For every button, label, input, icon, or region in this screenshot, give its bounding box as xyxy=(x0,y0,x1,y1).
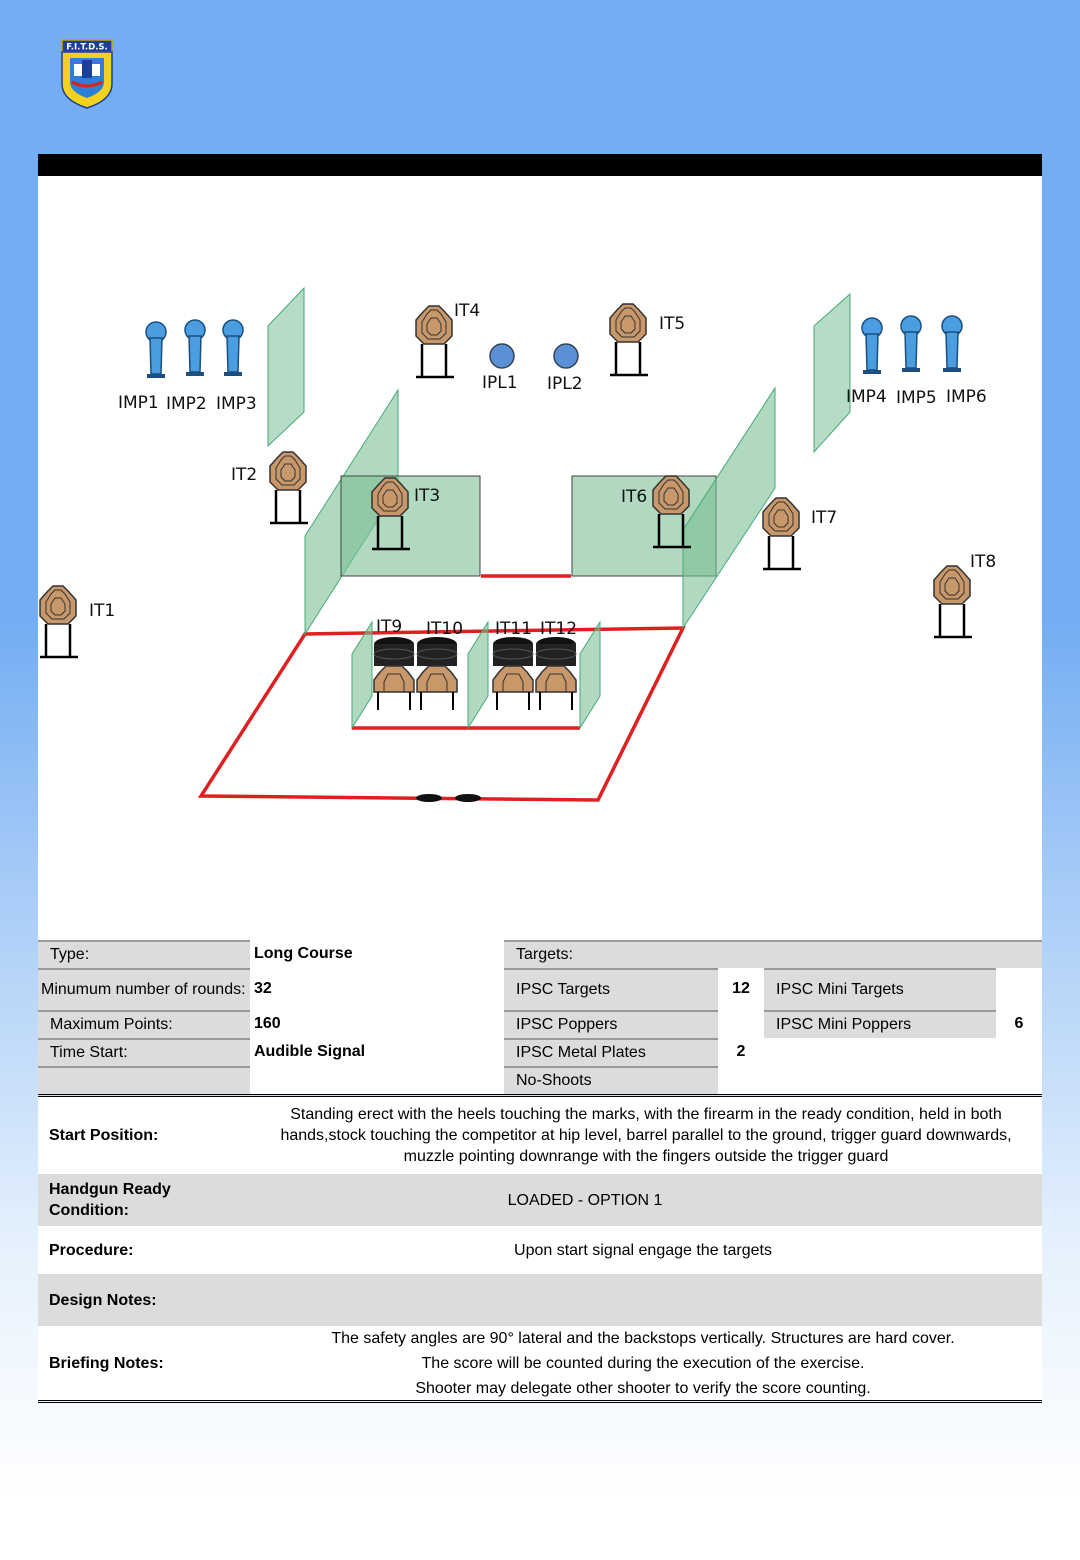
target-it2 xyxy=(268,450,310,525)
wall-right-side xyxy=(682,386,776,630)
ipsc-mini-targets-label: IPSC Mini Targets xyxy=(764,968,996,1010)
start-position-row: Start Position: Standing erect with the … xyxy=(38,1097,1042,1174)
stage-info-table: Type: Long Course Targets: Minumum numbe… xyxy=(38,940,1042,1095)
logo-text: F.I.T.D.S. xyxy=(66,43,108,53)
wall-far-right xyxy=(813,292,851,454)
ipsc-metal-plates-value: 2 xyxy=(736,1043,746,1060)
briefing-note-line: The safety angles are 90° lateral and th… xyxy=(331,1329,955,1347)
label-it3: IT3 xyxy=(414,486,440,506)
briefing-top-rule xyxy=(38,1094,1042,1097)
target-it4 xyxy=(414,304,456,379)
label-ipl1: IPL1 xyxy=(482,373,518,393)
label-it9: IT9 xyxy=(376,617,402,637)
wall-tires-mid xyxy=(467,620,489,730)
label-it4: IT4 xyxy=(454,301,480,321)
label-it7: IT7 xyxy=(811,508,837,528)
wall-tires-right xyxy=(579,620,601,730)
plate-ipl1 xyxy=(489,343,515,369)
min-rounds-label: Minumum number of rounds: xyxy=(38,968,250,1010)
plate-ipl2 xyxy=(553,343,579,369)
ipsc-mini-targets-value xyxy=(996,968,1042,1010)
popper-imp2 xyxy=(184,319,206,377)
target-it5 xyxy=(608,302,650,377)
target-it9 xyxy=(373,636,415,711)
ready-condition-row: Handgun Ready Condition: LOADED - OPTION… xyxy=(38,1174,1042,1226)
popper-imp3 xyxy=(222,319,244,377)
max-points-value: 160 xyxy=(254,1015,281,1032)
procedure-label: Procedure: xyxy=(49,1241,134,1259)
briefing-bottom-rule xyxy=(38,1400,1042,1403)
label-it11: IT11 xyxy=(495,619,532,639)
popper-imp4 xyxy=(861,317,883,375)
stage-diagram: IMP1 IMP2 IMP3 IMP4 IMP5 IMP6 IPL1 IPL2 … xyxy=(38,176,1042,940)
wall-tires-left xyxy=(351,620,373,730)
title-bar xyxy=(38,154,1042,176)
fitds-logo: F.I.T.D.S. xyxy=(60,38,114,110)
label-it5: IT5 xyxy=(659,314,685,334)
ipsc-targets-value: 12 xyxy=(732,980,750,997)
label-it10: IT10 xyxy=(426,619,463,639)
label-ipl2: IPL2 xyxy=(547,374,583,394)
max-points-label: Maximum Points: xyxy=(38,1010,250,1038)
procedure-value: Upon start signal engage the targets xyxy=(514,1241,772,1259)
design-notes-label: Design Notes: xyxy=(49,1291,157,1309)
target-it1 xyxy=(38,584,80,659)
target-it10 xyxy=(416,636,458,711)
targets-label: Targets: xyxy=(504,940,1042,968)
target-it11 xyxy=(492,636,534,711)
type-value: Long Course xyxy=(254,945,353,962)
no-shoots-label: No-Shoots xyxy=(504,1066,718,1094)
wall-far-left xyxy=(267,286,305,448)
label-imp1: IMP1 xyxy=(118,393,159,413)
label-it1: IT1 xyxy=(89,601,115,621)
label-imp3: IMP3 xyxy=(216,394,257,414)
start-position-label: Start Position: xyxy=(49,1127,159,1144)
target-it12 xyxy=(535,636,577,711)
briefing-notes-label: Briefing Notes: xyxy=(49,1354,164,1372)
no-shoots-value xyxy=(718,1066,764,1094)
ipsc-mini-poppers-label: IPSC Mini Poppers xyxy=(764,1010,996,1038)
ipsc-targets-label: IPSC Targets xyxy=(504,968,718,1010)
target-it8 xyxy=(932,564,974,639)
briefing-note-line: Shooter may delegate other shooter to ve… xyxy=(415,1379,871,1397)
ipsc-poppers-label: IPSC Poppers xyxy=(504,1010,718,1038)
briefing-table: Start Position: Standing erect with the … xyxy=(38,1094,1042,1403)
target-it7 xyxy=(761,496,803,571)
label-it12: IT12 xyxy=(540,619,577,639)
empty-label-cell xyxy=(38,1066,250,1094)
label-imp4: IMP4 xyxy=(846,387,887,407)
ipsc-poppers-value xyxy=(718,1010,764,1038)
shooting-area-boundary xyxy=(197,626,686,802)
ipsc-mini-poppers-value: 6 xyxy=(1014,1015,1024,1032)
min-rounds-value: 32 xyxy=(254,980,272,997)
briefing-notes-value: The safety angles are 90° lateral and th… xyxy=(244,1326,1042,1401)
procedure-row: Procedure: Upon start signal engage the … xyxy=(38,1226,1042,1274)
ready-condition-label: Handgun Ready Condition: xyxy=(49,1181,171,1219)
wall-left-back xyxy=(340,475,481,577)
label-it2: IT2 xyxy=(231,465,257,485)
time-start-label: Time Start: xyxy=(38,1038,250,1066)
briefing-notes-row: Briefing Notes: The safety angles are 90… xyxy=(38,1326,1042,1400)
time-start-value: Audible Signal xyxy=(254,1043,366,1060)
label-imp5: IMP5 xyxy=(896,388,937,408)
start-position-value: Standing erect with the heels touching t… xyxy=(280,1106,1012,1165)
start-mark-right xyxy=(455,794,481,802)
ready-condition-value: LOADED - OPTION 1 xyxy=(507,1191,663,1209)
label-it6: IT6 xyxy=(621,487,647,507)
start-mark-left xyxy=(416,794,442,802)
popper-imp6 xyxy=(941,315,963,373)
design-notes-row: Design Notes: xyxy=(38,1274,1042,1326)
popper-imp5 xyxy=(900,315,922,373)
ipsc-metal-plates-label: IPSC Metal Plates xyxy=(504,1038,718,1066)
type-label: Type: xyxy=(38,940,250,968)
label-imp2: IMP2 xyxy=(166,394,207,414)
label-it8: IT8 xyxy=(970,552,996,572)
briefing-note-line: The score will be counted during the exe… xyxy=(421,1354,865,1372)
label-imp6: IMP6 xyxy=(946,387,987,407)
popper-imp1 xyxy=(145,321,167,379)
